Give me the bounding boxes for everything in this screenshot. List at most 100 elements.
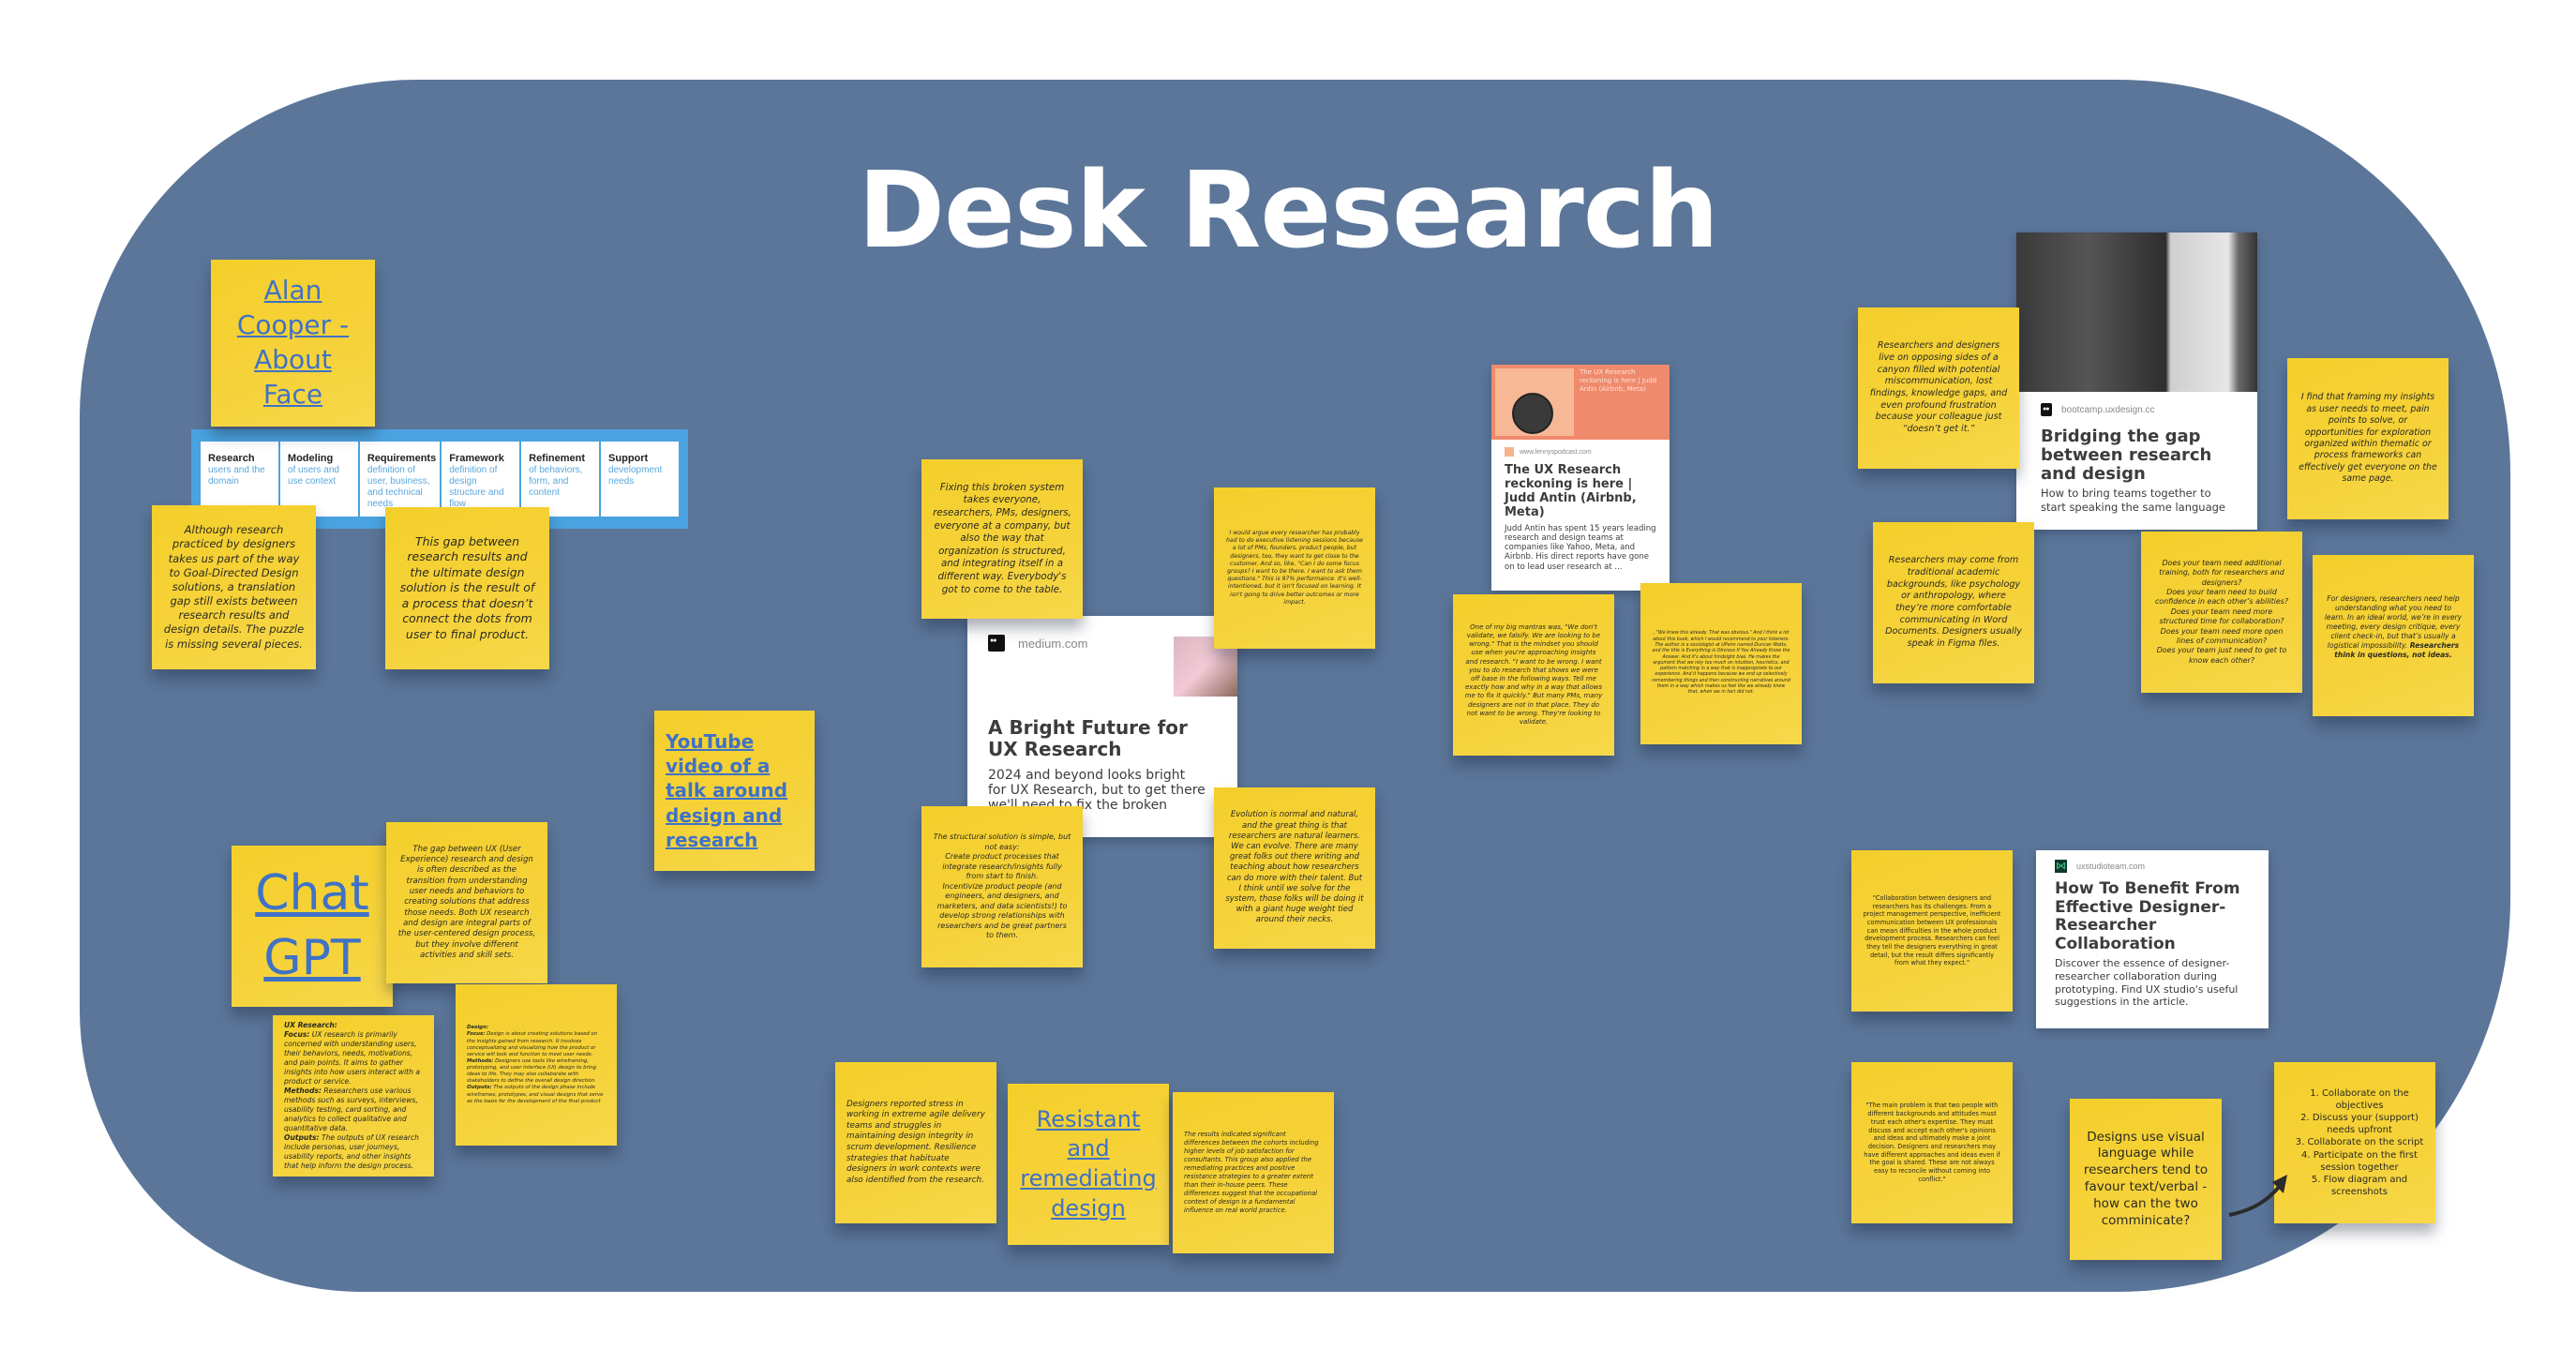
banner-title: The UX Research reckoning is here | Judd… [1580,368,1657,394]
note-text: The results indicated significant differ… [1184,1131,1319,1214]
link-card-lennys-podcast[interactable]: The UX Research reckoning is here | Judd… [1491,365,1670,591]
card-description: Discover the essence of designer-researc… [2055,957,2239,1009]
note-label: Design: [467,1025,489,1031]
sticky-note-big-mantras[interactable]: One of my big mantras was, "We don't val… [1453,594,1614,756]
note-text: Although research practiced by designers… [163,523,305,651]
medium-favicon-icon [988,635,1005,652]
card-title[interactable]: A Bright Future for UX Research [988,716,1188,760]
sticky-note-evolution[interactable]: Evolution is normal and natural, and the… [1214,787,1375,949]
note-text: The structural solution is simple, but n… [933,832,1071,940]
note-line: Researchers think in questions, not idea… [2334,641,2459,659]
note-text: UX research is primarily concerned with … [284,1029,421,1086]
sticky-note-collaboration-challenges[interactable]: "Collaboration between designers and res… [1851,850,2013,1012]
note-link[interactable]: Alan Cooper - About Face [236,275,350,410]
sticky-note-for-designers[interactable]: For designers, researchers need help und… [2313,555,2474,716]
sticky-note-opposing-sides[interactable]: Researchers and designers live on opposi… [1858,307,2019,469]
sticky-note-team-questions[interactable]: Does your team need additional training,… [2141,532,2302,693]
note-text: Fixing this broken system takes everyone… [933,481,1071,595]
note-text: Designers reported stress in working in … [846,1099,985,1185]
step-name: Refinement [529,453,586,464]
note-text: , "We knew this already. That was obviou… [1652,631,1790,696]
card-site: medium.com [1018,636,1088,651]
sticky-note-fixing-system[interactable]: Fixing this broken system takes everyone… [921,459,1083,619]
step-description: of behaviors, form, and content [529,465,583,499]
note-link[interactable]: Resistant and remediating design [1020,1105,1157,1222]
note-line: Design: [467,1025,606,1031]
lenny-favicon-icon [1505,447,1514,457]
note-text: Design is about creating solutions based… [467,1031,598,1057]
note-label: Researchers think in questions, not idea… [2334,641,2460,660]
sticky-note-academic-backgrounds[interactable]: Researchers may come from traditional ac… [1873,522,2034,683]
sticky-note-collaboration-steps[interactable]: 1. Collaborate on the objectives 2. Disc… [2274,1062,2435,1223]
card-title[interactable]: The UX Research reckoning is here | Judd… [1505,463,1637,519]
note-label: Focus: [467,1031,486,1038]
step-name: Support [608,453,649,464]
sticky-note-youtube-link[interactable]: YouTube video of a talk around design an… [654,711,815,871]
card-description: How to bring teams together to start spe… [2041,487,2225,514]
note-text: Researchers use various methods such as … [284,1086,418,1133]
canyon-tightrope-image [2016,232,2257,392]
note-label: UX Research: [284,1020,337,1029]
sticky-note-would-argue[interactable]: I would argue every researcher has proba… [1214,487,1375,649]
step-description: definition of user, business, and techni… [367,465,430,510]
step-description: users and the domain [208,465,265,487]
sticky-note-framing-insights[interactable]: I find that framing my insights as user … [2287,358,2449,519]
note-text: Researchers may come from traditional ac… [1885,555,2022,649]
note-text: 1. Collaborate on the objectives 2. Disc… [2295,1087,2424,1198]
sticky-note-visual-language[interactable]: Designs use visual language while resear… [2070,1099,2222,1260]
note-line: Focus: UX research is primarily concerne… [284,1030,423,1087]
note-label: Focus: [284,1029,310,1039]
sticky-note-main-problem[interactable]: "The main problem is that two people wit… [1851,1062,2013,1223]
note-link[interactable]: Chat GPT [255,865,369,986]
note-text: "The main problem is that two people wit… [1864,1102,2000,1183]
note-text: One of my big mantras was, "We don't val… [1464,622,1603,727]
card-banner: The UX Research reckoning is here | Judd… [1491,365,1670,440]
card-title[interactable]: Bridging the gap between research and de… [2041,427,2212,484]
sticky-note-design[interactable]: Design:Focus: Design is about creating s… [456,984,617,1146]
note-text: The outputs of the design phase include … [467,1085,604,1104]
note-line: Methods: Researchers use various methods… [284,1087,423,1133]
note-link[interactable]: YouTube video of a talk around design an… [666,729,788,852]
step-name: Modeling [287,453,334,464]
sticky-note-resistant-link[interactable]: Resistant and remediating design [1008,1084,1169,1245]
note-text: Does your team need additional training,… [2154,558,2289,665]
step-description: definition of design structure and flow [449,465,504,510]
note-text: The outputs of UX research include perso… [284,1133,419,1171]
link-card-bootcamp[interactable]: bootcamp.uxdesign.cc Bridging the gap be… [2016,232,2257,530]
note-text: Researchers and designers live on opposi… [1869,340,2008,434]
lennys-podcast-logo [1495,368,1574,436]
note-text: The gap between UX (User Experience) res… [397,844,536,961]
sticky-note-gap-ux[interactable]: The gap between UX (User Experience) res… [386,822,547,983]
sticky-note-chatgpt-link[interactable]: Chat GPT [232,846,393,1007]
sticky-note-this-gap[interactable]: This gap between research results and th… [385,507,549,669]
sticky-note-alan-cooper-link[interactable]: Alan Cooper - About Face [211,260,375,427]
note-label: Outputs: [467,1085,492,1091]
link-card-medium[interactable]: medium.com A Bright Future for UX Resear… [967,616,1237,837]
note-text: Evolution is normal and natural, and the… [1225,810,1364,925]
link-card-uxstudio[interactable]: ⋈uxstudioteam.com How To Benefit From Ef… [2036,850,2269,1028]
note-label: Outputs: [284,1133,320,1143]
card-title[interactable]: How To Benefit From Effective Designer-R… [2055,879,2240,953]
note-line: Methods: Designers use tools like wirefr… [467,1058,606,1086]
step-name: Requirements [367,453,437,464]
note-text: This gap between research results and th… [399,533,535,641]
sticky-note-knew-already[interactable]: , "We knew this already. That was obviou… [1640,583,1802,744]
note-line: For designers, researchers need help und… [2325,594,2462,650]
note-text: Designs use visual language while resear… [2083,1129,2209,1228]
sticky-note-although-research[interactable]: Although research practiced by designers… [152,505,316,669]
note-text: I would argue every researcher has proba… [1226,530,1363,606]
note-text: I find that framing my insights as user … [2299,392,2437,485]
sticky-note-ux-research[interactable]: UX Research:Focus: UX research is primar… [273,1015,434,1177]
sticky-note-designers-stress[interactable]: Designers reported stress in working in … [835,1062,996,1223]
sticky-note-results-indicated[interactable]: The results indicated significant differ… [1173,1092,1334,1253]
sticky-note-structural-solution[interactable]: The structural solution is simple, but n… [921,806,1083,967]
note-line: UX Research: [284,1021,423,1030]
step-name: Research [208,453,255,464]
card-site: uxstudioteam.com [2076,862,2146,871]
